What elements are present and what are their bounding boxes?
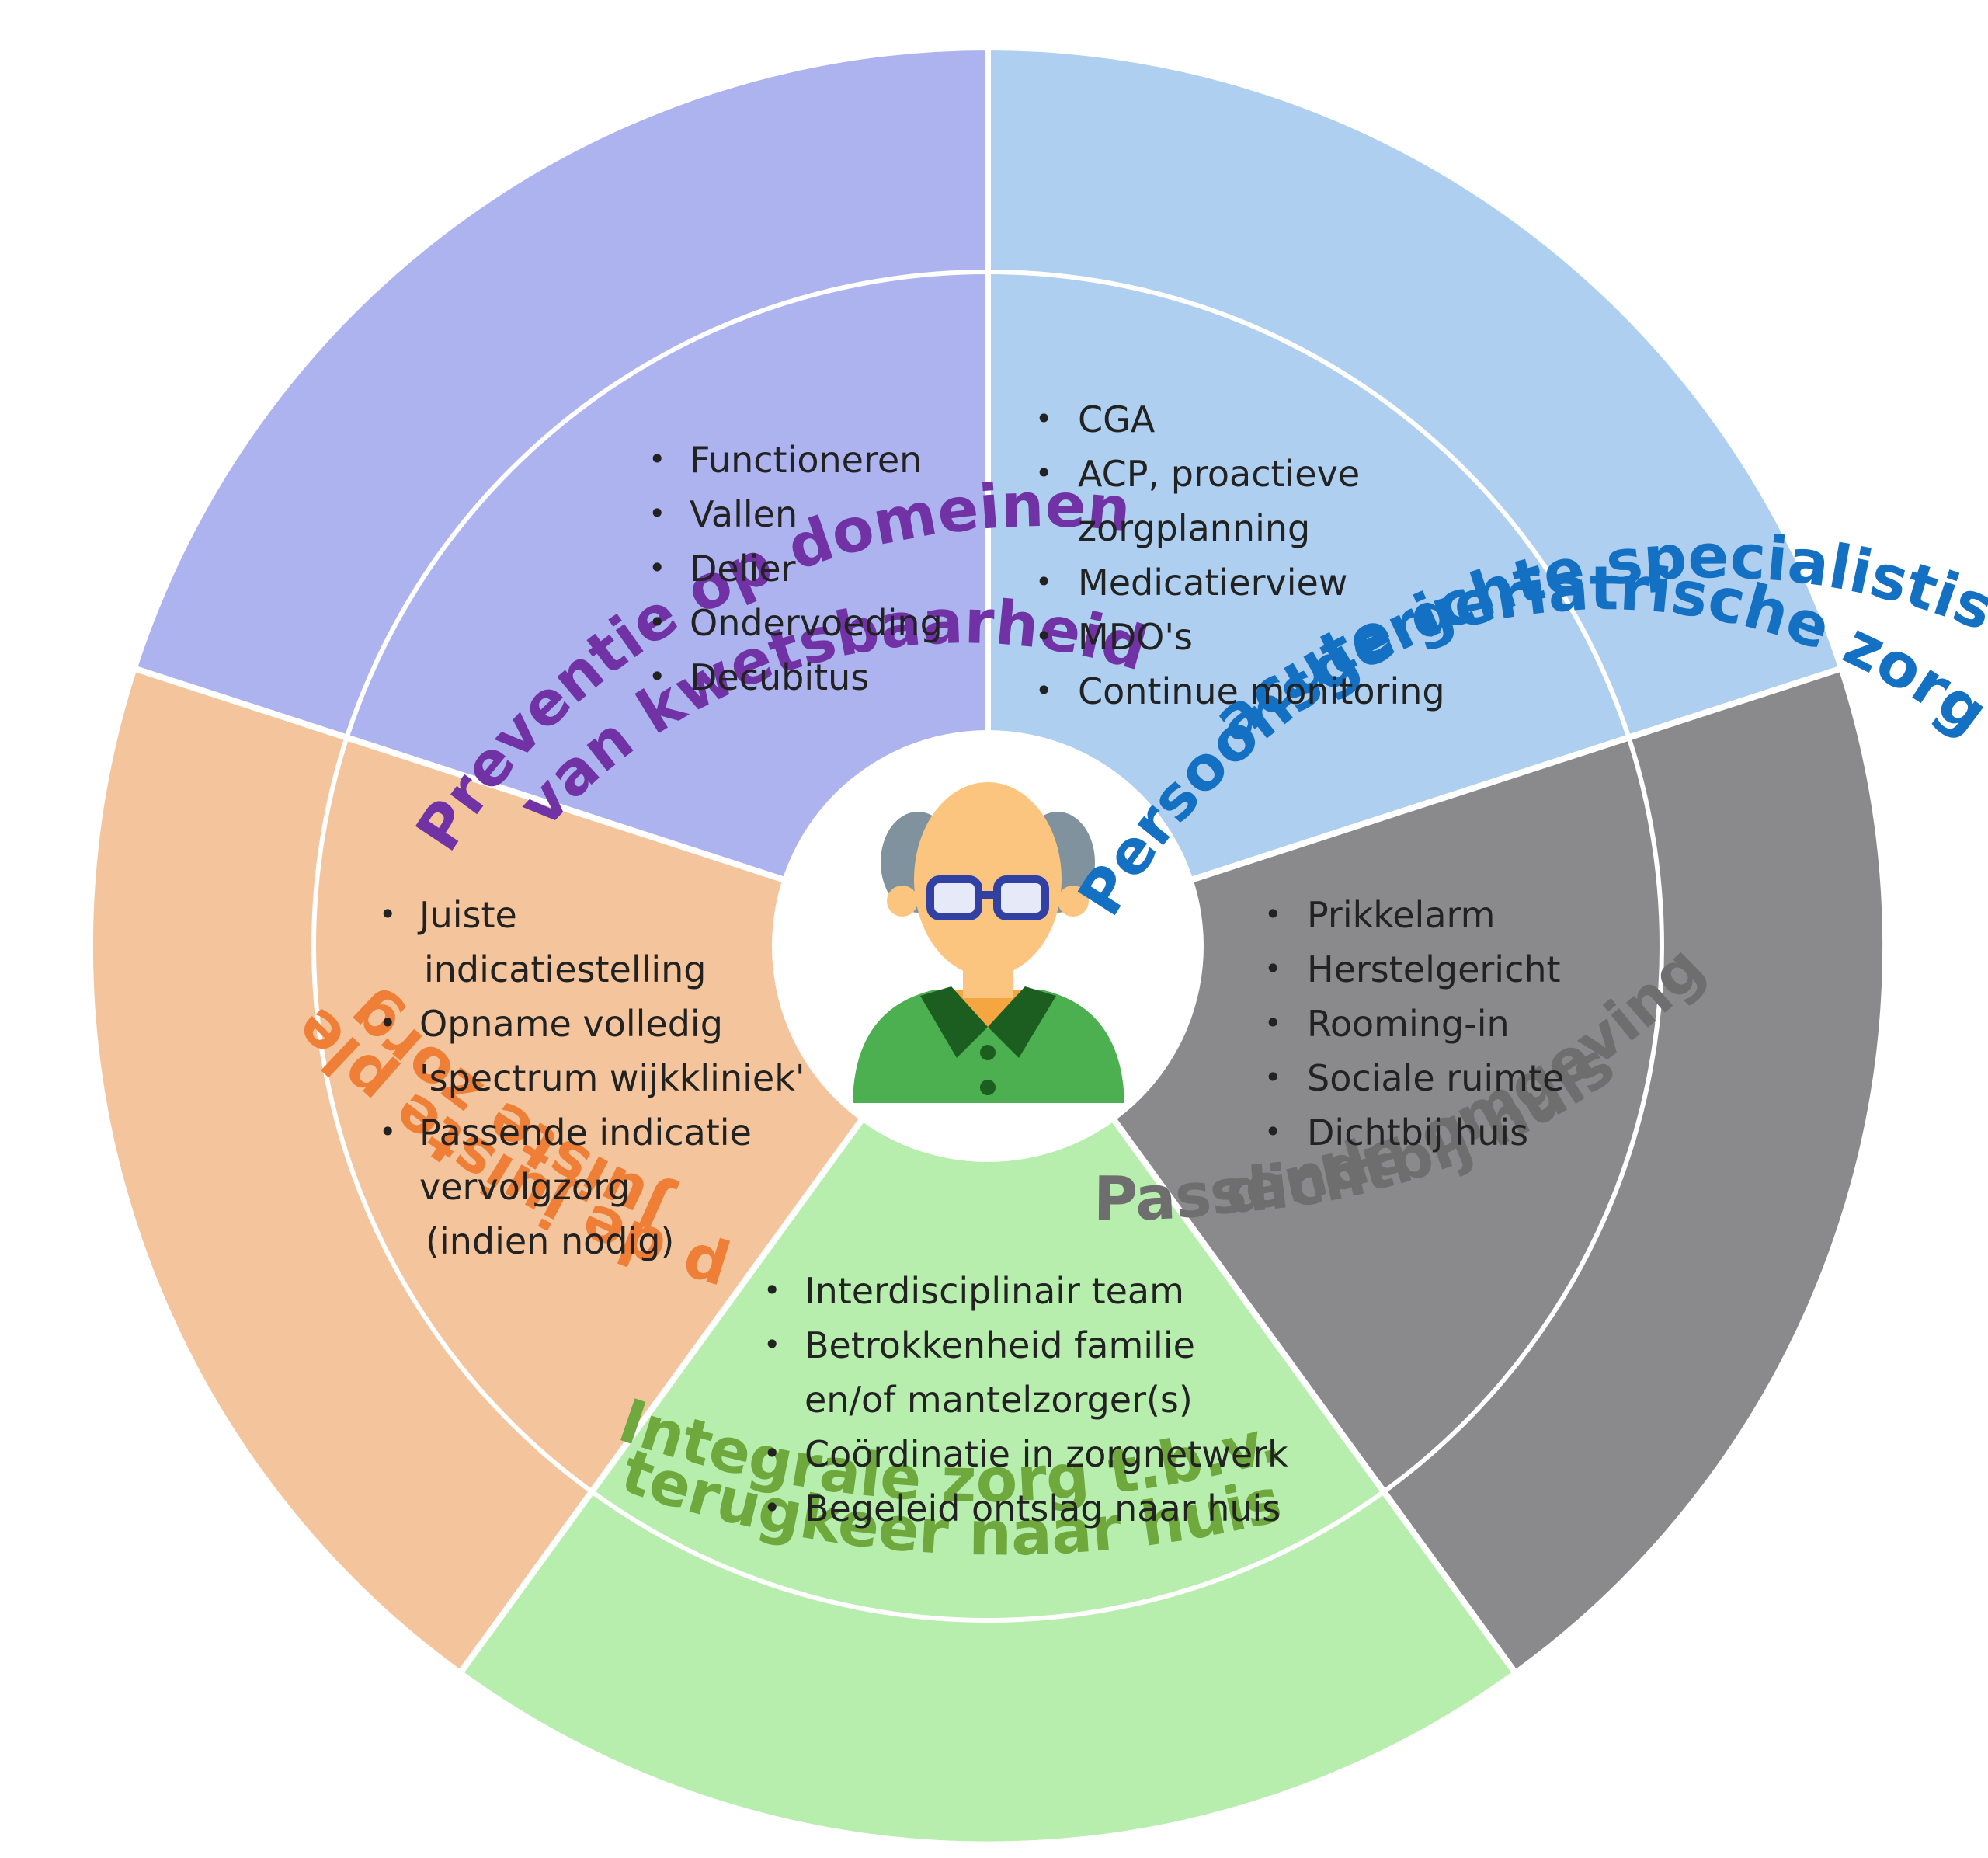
elderly-person-icon bbox=[853, 782, 1124, 1103]
list-item: Decubitus bbox=[690, 656, 869, 698]
list-item: Functioneren bbox=[690, 439, 922, 481]
bullet-icon: • bbox=[648, 442, 666, 476]
bullet-icon: • bbox=[763, 1327, 780, 1362]
bullet-icon: • bbox=[1035, 565, 1052, 599]
bullet-icon: • bbox=[1264, 1060, 1281, 1094]
bullet-icon: • bbox=[379, 1006, 396, 1040]
list-item: MDO's bbox=[1078, 616, 1193, 658]
list-item: Vallen bbox=[690, 493, 798, 535]
list-omgeving: • Prikkelarm • Herstelgericht • Rooming-… bbox=[1264, 894, 1564, 1153]
bullet-icon: • bbox=[1264, 1115, 1281, 1149]
list-item: 'spectrum wijkkliniek' bbox=[419, 1057, 805, 1099]
segment-integraal bbox=[455, 941, 1521, 1848]
wedge-integraal bbox=[455, 941, 1521, 1848]
list-item: vervolgzorg bbox=[419, 1166, 630, 1208]
list-item: Dichtbij huis bbox=[1307, 1112, 1528, 1153]
list-persoonsgericht: • CGA • ACP, proactieve zorgplanning • M… bbox=[1035, 398, 1445, 712]
list-item: Interdisciplinair team bbox=[805, 1270, 1184, 1312]
list-item: Coördinatie in zorgnetwerk bbox=[805, 1433, 1288, 1475]
list-item: Begeleid ontslag naar huis bbox=[805, 1487, 1281, 1529]
bullet-icon: • bbox=[648, 551, 666, 585]
list-item: Prikkelarm bbox=[1307, 894, 1495, 936]
bullet-icon: • bbox=[379, 1115, 396, 1149]
bullet-icon: • bbox=[1035, 619, 1052, 653]
bullet-icon: • bbox=[763, 1491, 780, 1525]
list-item: Herstelgericht bbox=[1307, 948, 1561, 990]
list-item: Ondervoeding bbox=[690, 602, 943, 644]
bullet-icon: • bbox=[1035, 402, 1052, 436]
list-juiste: • Juiste indicatiestelling • Opname voll… bbox=[379, 894, 805, 1262]
list-item: Rooming-in bbox=[1307, 1003, 1510, 1045]
bullet-icon: • bbox=[763, 1436, 780, 1470]
bullet-icon: • bbox=[379, 897, 396, 931]
list-item: CGA bbox=[1078, 398, 1156, 440]
list-item: Continue monitoring bbox=[1078, 670, 1445, 712]
bullet-icon: • bbox=[648, 605, 666, 639]
bullet-icon: • bbox=[648, 496, 666, 531]
bullet-icon: • bbox=[1035, 456, 1052, 490]
bullet-icon: • bbox=[1264, 897, 1281, 931]
list-preventie: • Functioneren • Vallen • Delier • Onder… bbox=[648, 439, 943, 698]
list-item: Passende indicatie bbox=[419, 1112, 752, 1153]
list-item: Betrokkenheid familie bbox=[805, 1324, 1195, 1366]
list-item: ACP, proactieve bbox=[1078, 453, 1360, 495]
list-item: indicatiestelling bbox=[424, 948, 707, 990]
list-item: Delier bbox=[690, 548, 796, 590]
list-item: (indien nodig) bbox=[426, 1220, 674, 1262]
inner-ring bbox=[311, 270, 1664, 1623]
list-item: Juiste bbox=[417, 894, 517, 936]
segment-preventie bbox=[130, 43, 991, 951]
bullet-icon: • bbox=[763, 1273, 780, 1307]
list-item: Medicatierview bbox=[1078, 562, 1347, 604]
segment-persoonsgericht bbox=[985, 43, 1846, 951]
wedge-persoonsgericht bbox=[985, 43, 1846, 951]
bullet-icon: • bbox=[1035, 673, 1052, 708]
list-item: zorgplanning bbox=[1078, 507, 1310, 549]
bullet-icon: • bbox=[648, 659, 666, 694]
list-item: en/of mantelzorger(s) bbox=[805, 1379, 1193, 1421]
list-item: Opname volledig bbox=[419, 1003, 723, 1045]
list-integraal: • Interdisciplinair team • Betrokkenheid… bbox=[763, 1270, 1288, 1529]
list-item: Sociale ruimte bbox=[1307, 1057, 1564, 1099]
wedge-preventie bbox=[130, 43, 991, 951]
bullet-icon: • bbox=[1264, 952, 1281, 986]
bullet-icon: • bbox=[1264, 1006, 1281, 1040]
